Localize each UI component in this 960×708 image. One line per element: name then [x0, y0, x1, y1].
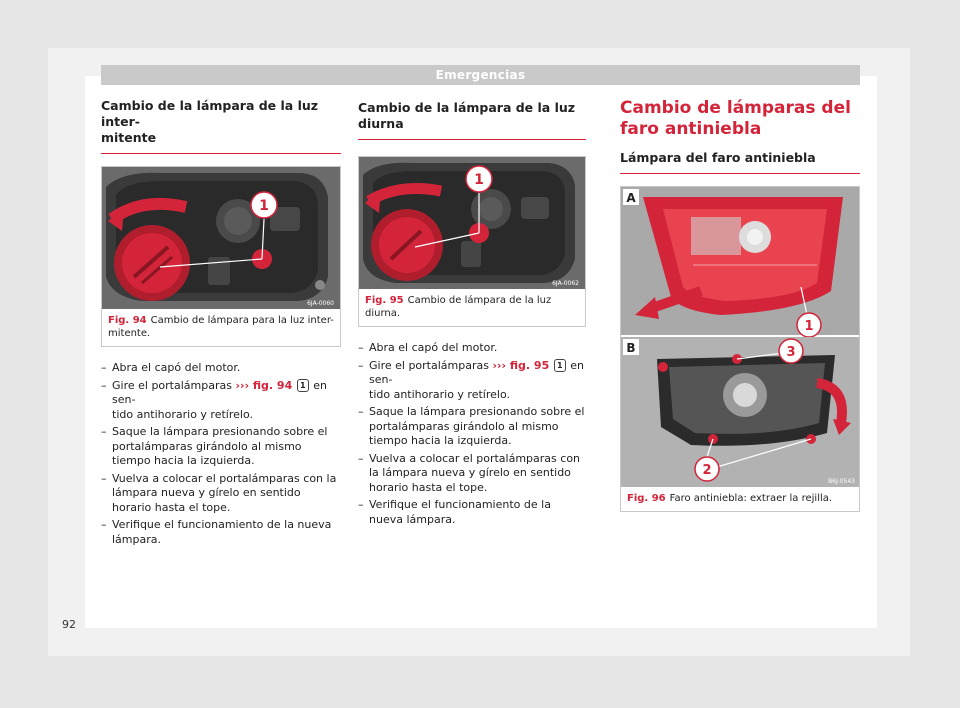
- callout-badge: 1: [296, 378, 309, 392]
- column-daytime-light: Cambio de la lámpara de la luz diurna 1 …: [358, 98, 586, 530]
- step-text: Gire el portalámparas: [112, 378, 236, 392]
- step-text: Abra el capó del motor.: [369, 341, 498, 354]
- step-item: Saque la lámpara presionando sobre el po…: [358, 405, 586, 449]
- callout-badge: 1: [553, 358, 566, 372]
- step-item: Abra el capó del motor.: [358, 341, 586, 356]
- step-text: Abra el capó del motor.: [112, 361, 241, 374]
- step-item: Verifique el funcionamiento de la nueva …: [101, 518, 341, 547]
- step-item: Vuelva a colocar el portalámparas con la…: [101, 472, 341, 516]
- section-title-daytime-light: Cambio de la lámpara de la luz diurna: [358, 98, 586, 140]
- figure-link[interactable]: ››› fig. 94: [235, 378, 293, 392]
- figure-95-number: Fig. 95: [365, 295, 404, 306]
- column-turn-signal: Cambio de la lámpara de la luz inter- mi…: [101, 98, 341, 550]
- step-text: Vuelva a colocar el portalámparas con la…: [369, 451, 581, 494]
- figure-96-caption: Faro antiniebla: extraer la rejilla.: [669, 493, 833, 504]
- step-item: Verifique el funcionamiento de la nueva …: [358, 498, 586, 527]
- subsection-title-fog-lamp: Lámpara del faro antiniebla: [620, 150, 860, 174]
- figure-95-callout: 1: [474, 172, 484, 188]
- step-item: Saque la lámpara presionando sobre el po…: [101, 425, 341, 469]
- figure-95-code: 6JA-0062: [552, 280, 579, 287]
- step-item: Abra el capó del motor.: [101, 361, 341, 376]
- figure-94-code: 6JA-0060: [307, 300, 334, 307]
- step-text: en sen- tido antihorario y retírelo.: [112, 378, 327, 421]
- fog-light-illustration: 1 A 3 2 B B6J-0543: [621, 187, 859, 487]
- figure-96-panel-b: B: [626, 341, 635, 355]
- figure-96-panel-a: A: [626, 191, 636, 205]
- column-fog-light: Cambio de lámparas del faro antiniebla L…: [620, 98, 860, 512]
- steps-list-turn-signal: Abra el capó del motor. Gire el portalám…: [101, 361, 341, 547]
- step-text: Gire el portalámparas: [369, 358, 493, 372]
- figure-link[interactable]: ››› fig. 95: [492, 358, 550, 372]
- figure-94-callout: 1: [259, 198, 269, 214]
- section-title-turn-signal: Cambio de la lámpara de la luz inter- mi…: [101, 98, 341, 154]
- figure-94-number: Fig. 94: [108, 315, 147, 326]
- figure-96-number: Fig. 96: [627, 493, 666, 504]
- step-text: Verifique el funcionamiento de la nueva …: [369, 498, 551, 526]
- page-number: 92: [62, 618, 76, 631]
- step-text: Verifique el funcionamiento de la nueva …: [112, 518, 332, 546]
- figure-96-callout-2: 2: [702, 463, 711, 478]
- step-text: Vuelva a colocar el portalámparas con la…: [112, 471, 337, 514]
- steps-list-daytime-light: Abra el capó del motor. Gire el portalám…: [358, 341, 586, 527]
- step-item: Gire el portalámparas ››› fig. 95 1 en s…: [358, 358, 586, 403]
- figure-95-caption: Cambio de lámpara de la luz diurna.: [365, 295, 552, 319]
- step-text: Saque la lámpara presionando sobre el po…: [369, 405, 585, 447]
- figure-96-callout-1: 1: [804, 319, 813, 334]
- figure-94-caption: Cambio de lámpara para la luz inter- mit…: [108, 315, 334, 339]
- step-text: Saque la lámpara presionando sobre el po…: [112, 425, 328, 467]
- daytime-light-illustration: 1 6JA-0062: [359, 157, 585, 289]
- chapter-header: Emergencias: [101, 65, 860, 85]
- step-item: Gire el portalámparas ››› fig. 94 1 en s…: [101, 378, 341, 423]
- headlight-rear-illustration: 1 6JA-0060: [102, 167, 340, 309]
- figure-96-callout-3: 3: [786, 345, 795, 360]
- step-text: en sen- tido antihorario y retírelo.: [369, 358, 584, 401]
- figure-96-code: B6J-0543: [828, 478, 855, 485]
- section-title-fog-light: Cambio de lámparas del faro antiniebla: [620, 98, 851, 139]
- step-item: Vuelva a colocar el portalámparas con la…: [358, 452, 586, 496]
- figure-96: 1 A 3 2 B B6J-0543 Fi: [620, 186, 860, 512]
